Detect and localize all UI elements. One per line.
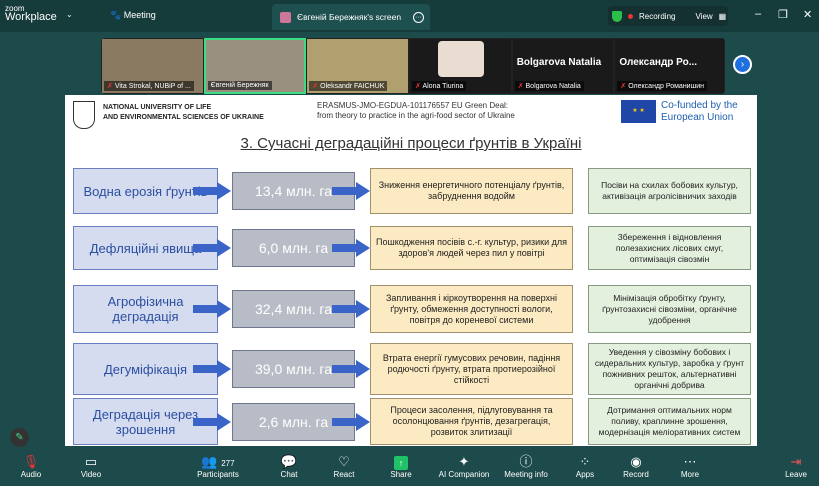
area-box: 32,4 млн. га: [232, 290, 355, 328]
chat-icon: 💬: [280, 454, 298, 469]
arrow-icon: [332, 239, 372, 257]
video-tile[interactable]: ✗ Alona Tiurina: [409, 38, 512, 94]
participant-name: ✗ Alona Tiurina: [412, 81, 467, 91]
arrow-icon: [332, 360, 372, 378]
annotate-icon[interactable]: ✎: [10, 428, 29, 447]
measure-box: Уведення у сівозміну бобових і сидеральн…: [588, 343, 751, 395]
shield-icon: [612, 10, 622, 22]
chat-button[interactable]: 💬Chat: [259, 454, 319, 479]
screen-share-tab[interactable]: Євгеній Бережняк's screen ···: [272, 4, 430, 30]
info-icon: ⓘ: [519, 454, 533, 469]
arrow-icon: [193, 360, 233, 378]
measure-box: Мінімізація обробітку ґрунту, ґрунтозахи…: [588, 285, 751, 333]
degradation-row: Дефляційні явища 6,0 млн. га Пошкодження…: [65, 226, 757, 270]
meeting-label: Meeting: [123, 10, 156, 20]
arrow-icon: [193, 239, 233, 257]
record-icon: ◉: [630, 454, 642, 469]
sparkle-icon: ✦: [458, 454, 470, 469]
participant-name: ✗ Олександр Романишин: [617, 81, 707, 91]
more-button[interactable]: ⋯More: [660, 454, 720, 479]
mic-muted-icon: 🎙: [22, 454, 40, 469]
participant-big-name: Bolgarova Natalia: [516, 57, 602, 68]
avatar: [280, 11, 291, 23]
share-button[interactable]: ↑Share: [390, 456, 412, 479]
project-title: ERASMUS-JMO-EGDUA-101176557 EU Green Dea…: [317, 101, 515, 120]
effect-box: Запливання і кіркоутворення на поверхні …: [370, 285, 573, 333]
share-icon: ↑: [394, 456, 408, 470]
degradation-row: Агрофізична деградація 32,4 млн. га Запл…: [65, 285, 757, 333]
video-tile[interactable]: Bolgarova Natalia ✗ Bolgarova Natalia: [511, 38, 615, 94]
recording-label: Recording: [639, 11, 676, 21]
video-tile[interactable]: ✗ Oleksandr FAICHUK: [306, 38, 410, 94]
measure-box: Дотримання оптимальних норм поливу, крап…: [588, 398, 751, 445]
process-box: Водна ерозія ґрунтів: [73, 168, 218, 214]
participants-icon: 👥 277: [201, 454, 235, 469]
brand-top: zoom: [5, 4, 25, 13]
arrow-icon: [193, 412, 233, 431]
degradation-row: Дегуміфікація 39,0 млн. га Втрата енергі…: [65, 343, 757, 395]
grid-icon: ▦: [718, 11, 727, 21]
effect-box: Пошкодження посівів с.-г. культур, ризик…: [370, 226, 573, 270]
apps-icon: ⁘: [579, 454, 591, 469]
apps-button[interactable]: ⁘Apps: [555, 454, 615, 479]
video-tile[interactable]: ✗ Vita Strokal, NUBiP of ...: [101, 38, 204, 94]
process-box: Дегуміфікація: [73, 343, 218, 395]
more-icon[interactable]: ···: [413, 11, 424, 23]
arrow-icon: [193, 182, 233, 200]
arrow-icon: [193, 300, 233, 318]
eu-flag-icon: ★ ★: [621, 100, 656, 123]
participant-name: ✗ Vita Strokal, NUBiP of ...: [104, 81, 194, 91]
video-button[interactable]: ▭Video: [61, 454, 121, 479]
effect-box: Процеси засолення, підлуговування та осо…: [370, 398, 573, 445]
screen-tab-label: Євгеній Бережняк's screen: [297, 12, 402, 22]
video-tile[interactable]: Євгеній Бережняк: [203, 38, 307, 94]
slide-title: 3. Сучасні деградаційні процеси ґрунтів …: [240, 135, 582, 152]
close-button[interactable]: ✕: [803, 9, 813, 21]
react-button[interactable]: ♡React: [314, 454, 374, 479]
arrow-icon: [332, 300, 372, 318]
chevron-down-icon[interactable]: ⌄: [66, 10, 73, 19]
arrow-icon: [332, 182, 372, 200]
more-icon: ⋯: [683, 454, 697, 469]
audio-button[interactable]: 🎙Audio: [1, 454, 61, 479]
effect-box: Зниження енергетичного потенціалу ґрунті…: [370, 168, 573, 214]
next-page-button[interactable]: ›: [733, 55, 752, 74]
recording-dot-icon: [628, 13, 633, 19]
degradation-row: Водна ерозія ґрунтів 13,4 млн. га Знижен…: [65, 168, 757, 214]
participant-name: ✗ Bolgarova Natalia: [514, 81, 584, 91]
effect-box: Втрата енергії гумусових речовин, падінн…: [370, 343, 573, 395]
university-logo: [73, 101, 95, 129]
arrow-icon: [332, 412, 372, 431]
leave-button[interactable]: ⇥Leave: [766, 454, 819, 479]
restore-button[interactable]: ❐: [778, 9, 788, 21]
avatar: [438, 41, 485, 77]
participant-big-name: Олександр Ро...: [619, 57, 698, 68]
video-tile[interactable]: Олександр Ро... ✗ Олександр Романишин: [614, 38, 725, 94]
participant-name: Євгеній Бережняк: [207, 81, 272, 90]
ai-companion-button[interactable]: ✦AI Companion: [434, 454, 494, 479]
measure-box: Посіви на схилах бобових культур, активі…: [588, 168, 751, 214]
minimize-button[interactable]: –: [755, 8, 762, 20]
brand: Workplace: [5, 11, 57, 23]
leave-icon: ⇥: [790, 454, 802, 469]
meeting-menu[interactable]: 🐾 Meeting: [110, 10, 156, 20]
recording-status: Recording View ▦: [608, 6, 728, 26]
camera-icon: ▭: [84, 454, 98, 469]
measure-box: Збереження і відновлення полезахисних лі…: [588, 226, 751, 270]
participant-name: ✗ Oleksandr FAICHUK: [309, 81, 388, 91]
participant-strip: ✗ Vita Strokal, NUBiP of ... Євгеній Бер…: [101, 38, 725, 94]
degradation-row: Деградація через зрошення 2,6 млн. га Пр…: [65, 398, 757, 445]
heart-icon: ♡: [338, 454, 350, 469]
record-button[interactable]: ◉Record: [606, 454, 666, 479]
view-button[interactable]: View: [695, 11, 713, 21]
